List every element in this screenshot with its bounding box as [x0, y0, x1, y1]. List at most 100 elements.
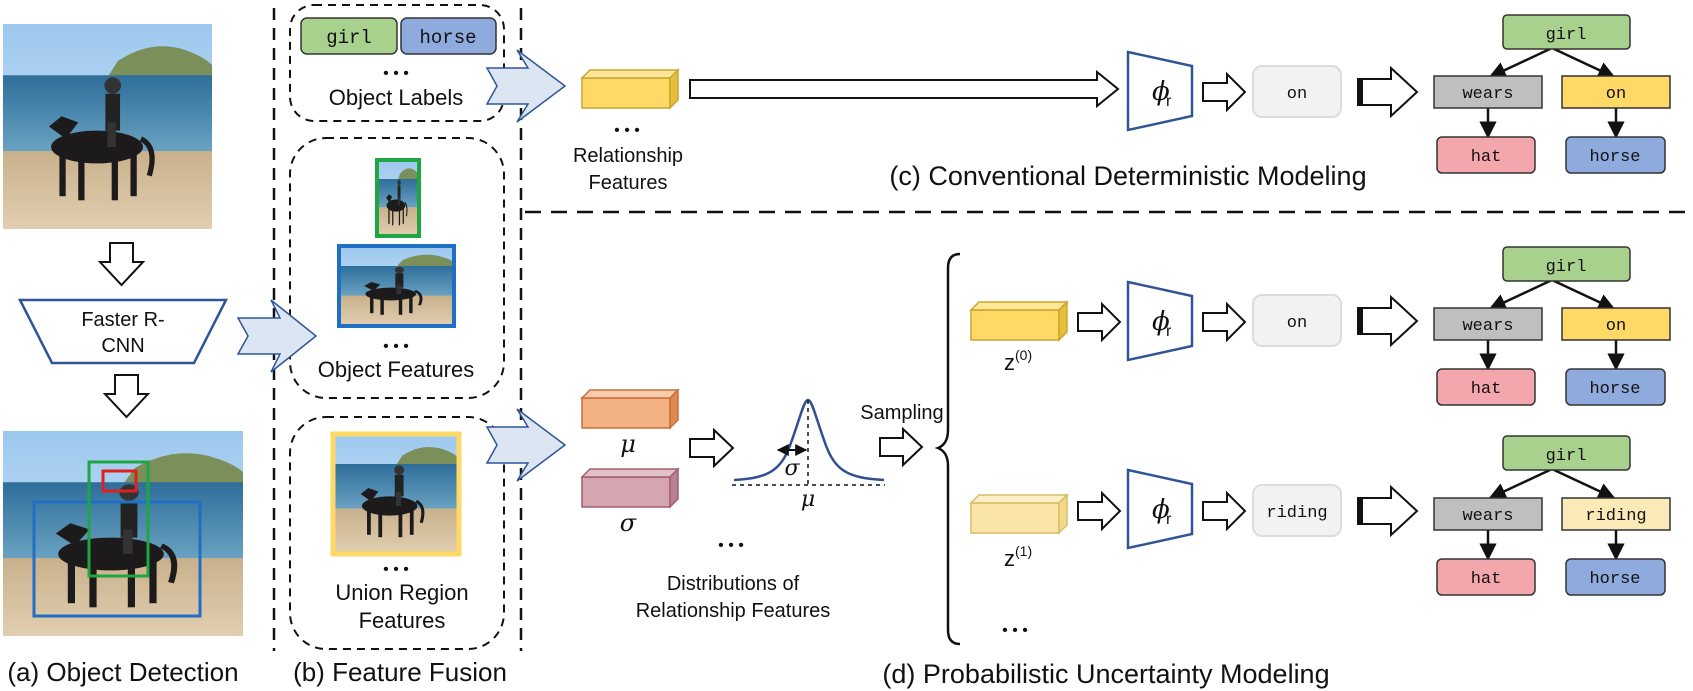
- union-caption-line2: Features: [359, 608, 446, 633]
- node-horse: [1565, 136, 1666, 174]
- sampling-label: Sampling: [860, 402, 943, 424]
- small-arrow: [1202, 71, 1247, 113]
- graph-arrow-z1: [1357, 484, 1419, 538]
- curve-sigma: σ: [784, 456, 800, 481]
- panel-b-caption: (b) Feature Fusion: [293, 657, 507, 687]
- ellipsis: • • •: [1002, 622, 1028, 639]
- phi-symbol: ϕ: [1152, 495, 1170, 525]
- union-region-image: [333, 434, 459, 554]
- small-arrow: [1077, 490, 1122, 532]
- graph-arrow-top: [1357, 65, 1419, 119]
- node-horse-text: horse: [1589, 148, 1640, 167]
- girl-crop-image: [377, 160, 419, 236]
- down-arrow-icon: [102, 374, 151, 419]
- ellipsis: • • •: [614, 122, 640, 139]
- panel-c-caption: (c) Conventional Deterministic Modeling: [889, 161, 1366, 191]
- node-girl-text: girl: [1546, 258, 1587, 277]
- phi-classifier-z0: [1126, 280, 1194, 362]
- predicate-output-z1-text: riding: [1266, 504, 1327, 523]
- z1-feature-block: [969, 493, 1069, 535]
- small-arrow: [1202, 301, 1247, 343]
- predicate-output-z0: [1252, 294, 1342, 347]
- z0-label: z: [1004, 350, 1015, 375]
- node-horse-text: horse: [1589, 570, 1640, 589]
- graph-arrow-z0: [1357, 294, 1419, 348]
- long-arrow: [689, 69, 1120, 109]
- distributions-line1: Distributions of: [667, 573, 800, 595]
- node-hat: [1436, 136, 1536, 174]
- phi-subscript: r: [1166, 511, 1172, 528]
- node-girl: [1502, 14, 1631, 50]
- mu-feature-block: [580, 388, 680, 430]
- ellipsis: • • •: [718, 537, 744, 554]
- object-labels-box: [289, 4, 505, 122]
- phi-symbol: ϕ: [1152, 307, 1170, 337]
- ellipsis: • • •: [383, 561, 409, 578]
- union-region-box: [289, 416, 505, 650]
- down-arrow-icon: [97, 242, 146, 287]
- sample-brace: [934, 252, 961, 646]
- object-features-box: [289, 137, 505, 399]
- panel-a-object-detection: Faster R- CNN (a) Object Detection: [3, 24, 243, 687]
- label-chip-girl-text: girl: [326, 27, 372, 49]
- node-girl-text: girl: [1546, 447, 1587, 466]
- node-hat-text: hat: [1471, 148, 1502, 167]
- horse-crop-image: [339, 246, 454, 326]
- scene-graph-bottom: girl wears riding hat horse: [1433, 435, 1671, 596]
- scene-graph-mid: girl wears on hat horse: [1433, 246, 1671, 406]
- phi-classifier-z1: [1126, 468, 1194, 550]
- faster-rcnn-line1: Faster R-: [81, 309, 164, 331]
- phi-symbol: ϕ: [1152, 77, 1170, 107]
- union-region-frame: [330, 431, 462, 557]
- node-on-text: on: [1606, 317, 1626, 336]
- to-distribution-arrow: [689, 427, 735, 469]
- label-chip-girl: [300, 17, 398, 55]
- predicate-output-z1: [1252, 484, 1342, 537]
- predicate-output-z0-text: on: [1287, 314, 1307, 333]
- node-wears-text: wears: [1462, 317, 1513, 336]
- node-horse-text: horse: [1589, 380, 1640, 399]
- node-hat: [1436, 558, 1536, 596]
- ellipsis: • • •: [383, 338, 409, 355]
- panel-b-feature-fusion: girl horse • • • Object Labels • • • Obj…: [272, 4, 523, 687]
- ellipsis: • • •: [383, 65, 409, 82]
- fusion-output-arrow-bottom: [485, 408, 567, 482]
- z1-label: z: [1004, 546, 1015, 571]
- node-hat-text: hat: [1471, 570, 1502, 589]
- relationship-feature-block: [580, 68, 680, 110]
- panel-d-caption: (d) Probabilistic Uncertainty Modeling: [882, 659, 1329, 689]
- fusion-output-arrow-top: [485, 49, 567, 123]
- phi-subscript: r: [1166, 323, 1172, 340]
- node-girl: [1502, 246, 1631, 282]
- predicate-output-top: [1252, 65, 1342, 118]
- node-girl-text: girl: [1546, 26, 1587, 45]
- distributions-line2: Relationship Features: [636, 600, 831, 622]
- node-horse: [1565, 558, 1666, 596]
- curve-mu: μ: [801, 487, 815, 512]
- node-girl: [1502, 435, 1631, 471]
- input-photo: [3, 24, 212, 229]
- phi-classifier-top: [1126, 50, 1194, 132]
- sigma-feature-block: [580, 467, 680, 509]
- object-labels-caption: Object Labels: [329, 85, 464, 110]
- label-chip-horse-text: horse: [419, 27, 476, 49]
- panel-c-conventional: • • • Relationship Features ϕ r on girl …: [573, 14, 1671, 194]
- horse-crop-frame: [337, 244, 456, 328]
- node-hat: [1436, 368, 1536, 406]
- predicate-output-top-text: on: [1287, 85, 1307, 104]
- gaussian-curve: [732, 398, 885, 486]
- faster-rcnn-line2: CNN: [101, 335, 144, 357]
- fusion-input-arrow: [236, 299, 318, 373]
- panel-a-caption: (a) Object Detection: [7, 657, 238, 687]
- hat-bbox: [101, 469, 138, 493]
- relationship-features-line2: Features: [589, 172, 668, 194]
- panel-d-probabilistic: μ σ σ μ • • • Distributions of Relations…: [580, 246, 1671, 689]
- girl-crop-frame: [375, 158, 421, 238]
- node-horse: [1565, 368, 1666, 406]
- label-chip-horse: [400, 17, 497, 55]
- sampling-arrow: [879, 426, 924, 468]
- z0-superscript: (0): [1015, 347, 1032, 363]
- node-wears-text: wears: [1462, 85, 1513, 104]
- union-caption-line1: Union Region: [335, 580, 468, 605]
